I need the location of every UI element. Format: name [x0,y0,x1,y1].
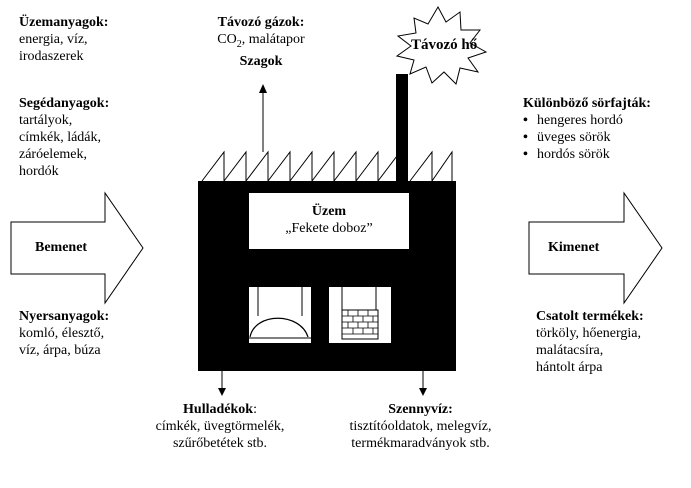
aux-title: Segédanyagok: [19,96,110,111]
gases-title: Távozó gázok: [217,15,305,30]
beers-item: üveges sörök [523,129,651,146]
byproducts-title: Csatolt termékek: [536,309,644,324]
waste-arrow-head [218,388,226,396]
wastewater-line-1: tisztítóoldatok, melegvíz, [349,419,492,434]
wastewater-line-2: termékmaradványok stb. [351,436,490,451]
beers-item: hengeres hordó [523,112,651,129]
byproducts-block: Csatolt termékek: törköly, hőenergia, ma… [536,308,644,376]
beers-list: hengeres hordó üveges sörök hordós sörök [523,112,651,163]
wastewater-block: Szennyvíz: tisztítóoldatok, melegvíz, te… [318,401,523,452]
raw-line-2: víz, árpa, búza [19,343,101,358]
fuels-line-1: energia, víz, [19,32,88,47]
fuels-title: Üzemanyagok: [19,15,109,30]
byproducts-line-3: hántolt árpa [536,360,603,375]
beers-block: Különböző sörfajták: hengeres hordó üveg… [523,95,651,163]
gases-odors: Szagok [239,53,283,69]
plant-label-box [249,193,409,249]
input-arrow-label: Bemenet [35,240,88,255]
fuels-line-2: irodaszerek [19,49,84,64]
aux-line-1: tartályok, [19,113,73,128]
chimney [396,74,408,184]
raw-title: Nyersanyagok: [19,309,110,324]
beers-item: hordós sörök [523,146,651,163]
waste-block: Hulladékok: címkék, üvegtörmelék, szűrőb… [130,401,310,452]
aux-line-2: címkék, ládák, [19,130,102,145]
output-arrow-shape [528,191,663,305]
raw-block: Nyersanyagok: komló, élesztő, víz, árpa,… [19,308,109,359]
gas-arrow-head [259,84,267,93]
plant-window-left [249,287,311,343]
heat-label: Távozó hő [411,37,478,53]
heat-starburst [395,5,488,85]
beers-title: Különböző sörfajták: [523,96,651,111]
aux-line-3: záróelemek, [19,147,88,162]
plant-label: Üzem „Fekete doboz” [249,203,409,237]
aux-block: Segédanyagok: tartályok, címkék, ládák, … [19,95,109,180]
fuels-block: Üzemanyagok: energia, víz, irodaszerek [19,14,108,65]
wastewater-title: Szennyvíz: [388,402,453,417]
gases-block: Távozó gázok: CO2, malátapor Szagok [186,14,336,70]
raw-line-1: komló, élesztő, [19,326,105,341]
roof-sawtooth [201,150,453,182]
input-arrow-shape [10,191,144,305]
waste-line-1: címkék, üvegtörmelék, [155,419,285,434]
output-arrow-label: Kimenet [548,240,600,255]
wastewater-arrow-head [419,388,427,396]
byproducts-line-1: törköly, hőenergia, [536,326,641,341]
gases-line: CO2, malátapor [217,32,305,50]
waste-line-2: szűrőbetétek stb. [172,436,268,451]
waste-title-row: Hulladékok: [183,402,257,417]
aux-line-4: hordók [19,164,59,179]
byproducts-line-2: malátacsíra, [536,343,604,358]
waste-title: Hulladékok [183,402,254,417]
plant-subtitle: „Fekete doboz” [285,221,373,236]
brick-vat [341,309,379,340]
plant-title: Üzem [311,204,347,219]
